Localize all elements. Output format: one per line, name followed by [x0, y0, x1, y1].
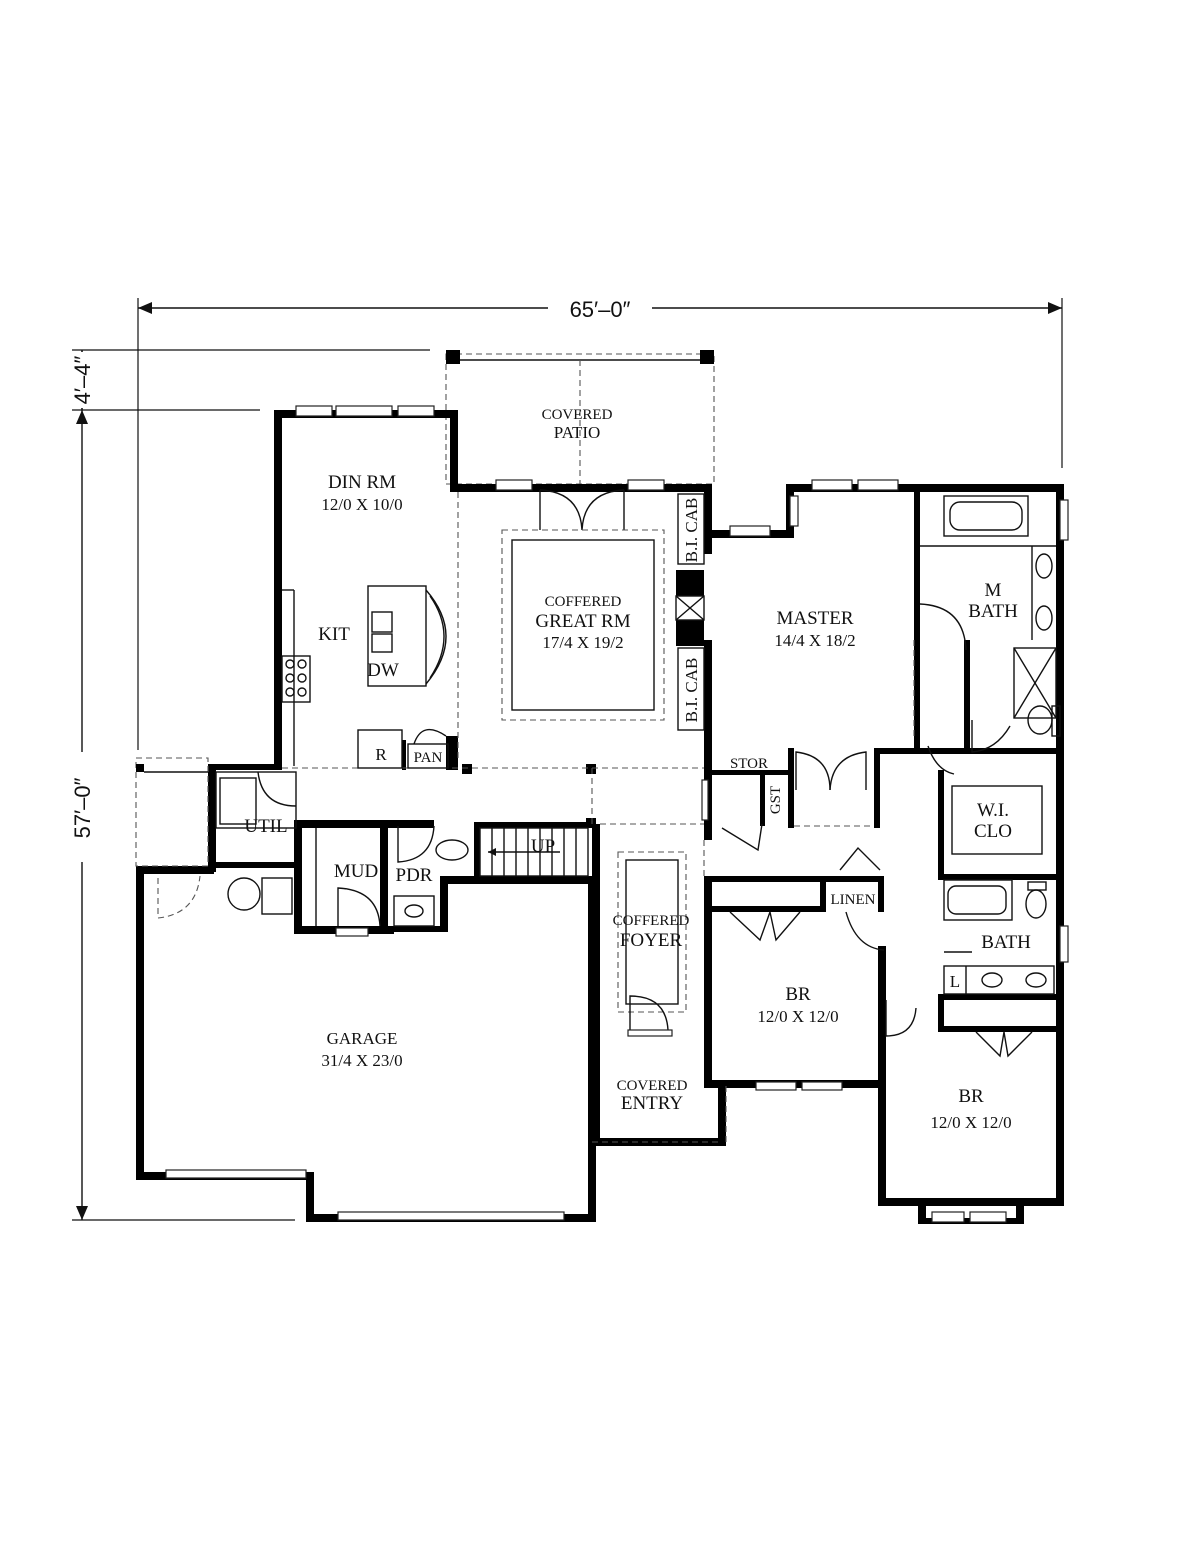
label-garage: GARAGE — [327, 1029, 398, 1048]
label-m-bath-l1: M — [985, 580, 1002, 601]
label-pdr: PDR — [396, 865, 433, 886]
label-covered-entry-l2: ENTRY — [621, 1093, 684, 1114]
label-covered-patio-l2: PATIO — [554, 423, 601, 442]
label-bi-cab-upper: B.I. CAB — [682, 498, 701, 563]
room-labels: COVERED PATIO DIN RM 12/0 X 10/0 KIT DW … — [244, 407, 1031, 1132]
label-garage-size: 31/4 X 23/0 — [321, 1051, 402, 1070]
label-l: L — [950, 972, 960, 991]
label-din-rm: DIN RM — [328, 472, 396, 493]
label-br-2-size: 12/0 X 12/0 — [930, 1113, 1011, 1132]
label-master: MASTER — [776, 608, 853, 629]
label-br-2: BR — [958, 1086, 984, 1107]
dim-width: 65′–0″ — [570, 297, 631, 322]
label-br-1-size: 12/0 X 12/0 — [757, 1007, 838, 1026]
label-great-rm-l1: COFFERED — [545, 594, 622, 610]
dimension-lines: 65′–0″ 4′–4″ 57′–0″ — [66, 296, 1063, 1221]
label-foyer-l2: FOYER — [620, 930, 683, 951]
label-covered-entry-l1: COVERED — [617, 1078, 688, 1094]
label-great-rm-size: 17/4 X 19/2 — [542, 633, 623, 652]
dim-depth: 57′–0″ — [70, 777, 95, 838]
label-gst: GST — [768, 786, 784, 814]
label-r: R — [375, 745, 387, 764]
label-covered-patio-l1: COVERED — [542, 407, 613, 423]
walls — [136, 410, 1064, 1224]
label-bath: BATH — [981, 932, 1031, 953]
label-bi-cab-lower: B.I. CAB — [682, 658, 701, 723]
label-wi-clo-l2: CLO — [974, 821, 1012, 842]
label-m-bath-l2: BATH — [968, 601, 1018, 622]
label-dw: DW — [367, 660, 399, 681]
fixtures-and-details — [135, 405, 1069, 1223]
label-kit: KIT — [318, 624, 350, 645]
label-great-rm-l2: GREAT RM — [535, 611, 630, 632]
label-din-rm-size: 12/0 X 10/0 — [321, 495, 402, 514]
dim-offset: 4′–4″ — [70, 355, 95, 404]
label-mud: MUD — [334, 861, 378, 882]
label-br-1: BR — [785, 984, 811, 1005]
label-up: UP — [531, 836, 555, 857]
label-foyer-l1: COFFERED — [613, 913, 690, 929]
label-master-size: 14/4 X 18/2 — [774, 631, 855, 650]
label-util: UTIL — [244, 816, 287, 837]
label-stor: STOR — [730, 756, 768, 772]
label-pan: PAN — [414, 750, 443, 766]
label-wi-clo-l1: W.I. — [977, 800, 1009, 821]
label-linen: LINEN — [831, 892, 876, 908]
